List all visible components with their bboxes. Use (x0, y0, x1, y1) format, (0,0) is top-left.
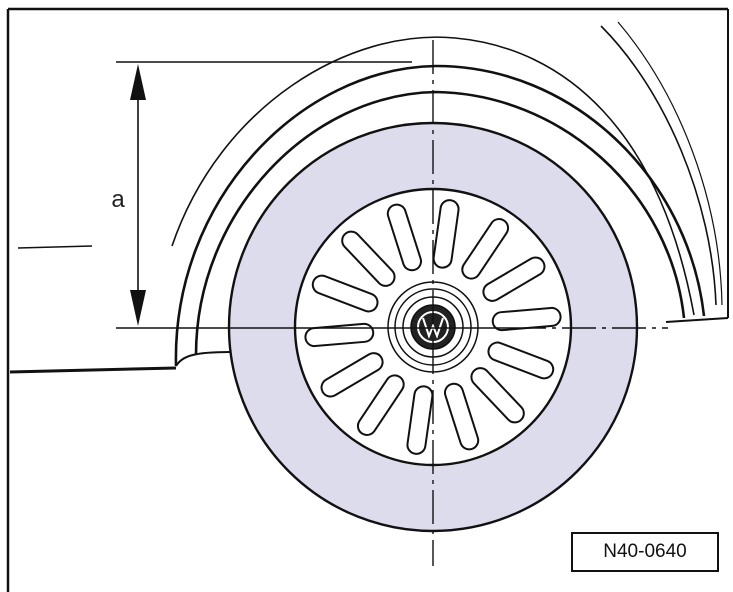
dimension-arrow-top (130, 64, 146, 100)
fender-rear-edge-inner (617, 21, 723, 306)
wheel-arch-bottom-lip (175, 351, 231, 367)
body-lower-edge-right (665, 317, 729, 323)
wheel-cover-slot (461, 218, 510, 280)
reference-code: N40-0640 (603, 541, 687, 562)
dimension-a (116, 61, 412, 326)
centre-lines (116, 40, 668, 566)
wheel-cover-slot (356, 374, 405, 436)
wheel-cover-slot (311, 274, 379, 313)
wheel-cover-slot (386, 203, 423, 272)
wheel-cover-slot (443, 382, 480, 451)
wheel-arch-outer-line (174, 64, 706, 367)
body-side-mark (17, 245, 93, 249)
wheel-cover-slot (482, 256, 546, 302)
body-lower-edge-left (9, 366, 177, 374)
car-body (9, 245, 729, 374)
wheel-cover-slot (487, 341, 555, 380)
wheel-cover-slot (341, 230, 396, 287)
wheel-cover-slot (432, 199, 460, 269)
wheel-cover-slot (406, 385, 434, 455)
dimension-label: a (111, 186, 125, 213)
reference-code-box: N40-0640 (571, 532, 719, 572)
wheel-cover-slot (470, 367, 525, 424)
dimension-arrow-bottom (130, 290, 146, 326)
hub-emblem-mark (422, 317, 444, 339)
wheel-cover-slot (320, 352, 384, 398)
fender-rear-edge-line (600, 25, 717, 306)
wheel-arch-inner-line (194, 90, 686, 356)
wheel-cover-slots (304, 199, 562, 455)
wheel-arch (174, 64, 706, 367)
wheel-cover-slot (304, 322, 375, 348)
frame (6, 7, 729, 592)
